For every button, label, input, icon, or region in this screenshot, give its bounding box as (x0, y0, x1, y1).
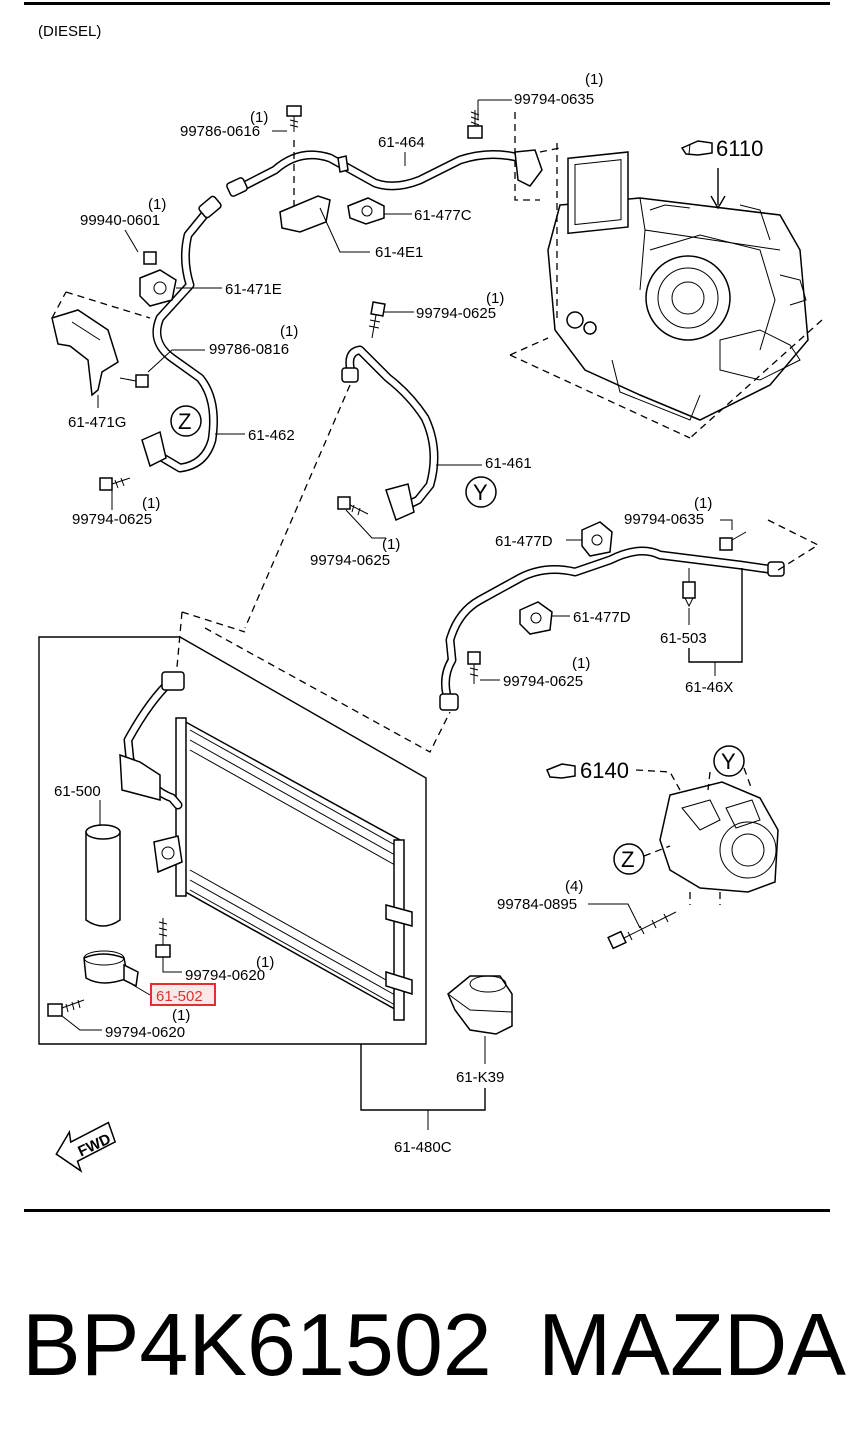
label-y-1: Y (473, 480, 488, 505)
label-99794-0635-a: 99794-0635 (514, 91, 594, 108)
ref-6110: 6110 (716, 136, 763, 161)
dash-6140 (635, 769, 681, 791)
bolt-99784-0895 (607, 911, 677, 950)
label-z-1: Z (178, 409, 191, 434)
dash-46x-end (767, 519, 820, 573)
dash-46x-condenser (204, 627, 451, 753)
condenser-group-box (38, 636, 427, 1045)
brand-name: MAZDA (538, 1295, 846, 1394)
qty-99786-0616: (1) (250, 109, 268, 126)
pressure-switch-61-503 (682, 568, 696, 608)
label-61-500: 61-500 (54, 783, 101, 800)
qty-99784-0895: (4) (565, 878, 583, 895)
bolt-99794-0625-mid-top (368, 301, 386, 339)
bracket-line-46x (688, 568, 743, 663)
label-99786-0816: 99786-0816 (209, 341, 289, 358)
label-61-480C: 61-480C (394, 1139, 452, 1156)
label-61-502[interactable]: 61-502 (156, 988, 203, 1005)
compressor-6140 (659, 781, 779, 893)
qty-99940-0601: (1) (148, 196, 166, 213)
hvac-unit-illustration (547, 151, 809, 421)
bolt-99794-0635-top (467, 110, 483, 139)
bolt-99794-0625-mid-low (337, 496, 369, 516)
label-61-462: 61-462 (248, 427, 295, 444)
hvac-dash-guides (509, 143, 823, 439)
qty-99794-0620-a: (1) (256, 954, 274, 971)
receiver-drier-61-500 (85, 824, 121, 927)
label-61-477D-a: 61-477D (495, 533, 553, 550)
label-61-477D-b: 61-477D (573, 609, 631, 626)
bracket-line-480c (360, 1044, 486, 1111)
label-99794-0620-a: 99794-0620 (185, 967, 265, 984)
label-99794-0625-c: 99794-0625 (310, 552, 390, 569)
dash-471G (51, 291, 151, 319)
part-code: BP4K61502 (22, 1295, 492, 1394)
qty-99794-0635-a: (1) (585, 71, 603, 88)
pointing-hand-icon (680, 140, 713, 156)
variant-note: (DIESEL) (38, 23, 101, 40)
bolt-99794-0625-right (467, 651, 481, 684)
label-z-2: Z (621, 847, 634, 872)
qty-99794-0625-d: (1) (572, 655, 590, 672)
qty-99794-0620-b: (1) (172, 1007, 190, 1024)
hvac-pointer-arrowhead (710, 195, 726, 210)
label-99786-0616: 99786-0616 (180, 123, 260, 140)
label-99794-0635-b: 99794-0635 (624, 511, 704, 528)
label-61-503: 61-503 (660, 630, 707, 647)
fwd-arrow-icon: FWD (55, 1121, 117, 1173)
pointing-hand-icon (546, 763, 576, 779)
label-61-464: 61-464 (378, 134, 425, 151)
highlight-box-61-502[interactable] (150, 983, 216, 1006)
label-61-461: 61-461 (485, 455, 532, 472)
clamp-61-471E (139, 269, 177, 307)
label-99794-0625-a: 99794-0625 (416, 305, 496, 322)
bracket-61-471G (51, 309, 119, 397)
label-61-4E1: 61-4E1 (375, 244, 423, 261)
bolt-99794-0620-upper (155, 918, 171, 958)
dash-464-end (514, 112, 561, 201)
view-marker-y-2 (713, 745, 745, 777)
clamp-61-477D-lower (519, 601, 553, 635)
hose-61-461 (345, 345, 439, 515)
bottom-rule (24, 1209, 830, 1212)
ref-6140: 6140 (580, 758, 629, 783)
qty-99794-0625-c: (1) (382, 536, 400, 553)
view-marker-z-1 (170, 405, 202, 437)
clamp-61-477D-top (581, 521, 613, 557)
label-99794-0625-d: 99794-0625 (503, 673, 583, 690)
qty-99786-0816: (1) (280, 323, 298, 340)
qty-99794-0635-b: (1) (694, 495, 712, 512)
label-99794-0620-b: 99794-0620 (105, 1024, 185, 1041)
bolt-99786-0616 (286, 105, 302, 132)
bolt-99794-0625-left (99, 477, 131, 491)
view-marker-z-2 (613, 843, 645, 875)
bolt-99794-0635-right (719, 531, 747, 551)
label-61-46X: 61-46X (685, 679, 733, 696)
dash-condenser-link (175, 384, 351, 679)
label-61-471E: 61-471E (225, 281, 282, 298)
footer: BP4K61502 MAZDA (0, 1290, 864, 1400)
nut-99940-0601 (143, 251, 157, 265)
label-61-K39: 61-K39 (456, 1069, 504, 1086)
view-marker-y-1 (465, 476, 497, 508)
bolt-99786-0816 (119, 374, 149, 388)
dash-z-2 (643, 845, 721, 905)
qty-99794-0625-a: (1) (486, 290, 504, 307)
label-99794-0625-b: 99794-0625 (72, 511, 152, 528)
clamp-61-477C (347, 197, 385, 225)
label-61-471G: 61-471G (68, 414, 126, 431)
top-rule (24, 2, 830, 5)
label-99940-0601: 99940-0601 (80, 212, 160, 229)
dash-y-2 (707, 767, 753, 791)
bracket-61-502 (83, 950, 139, 988)
label-61-477C: 61-477C (414, 207, 472, 224)
bolt-99794-0620-lower (47, 999, 85, 1017)
qty-99794-0625-b: (1) (142, 495, 160, 512)
condenser-61-480C (119, 671, 413, 1021)
label-y-2: Y (721, 749, 736, 774)
part-61-K39 (447, 975, 513, 1035)
label-99784-0895: 99784-0895 (497, 896, 577, 913)
